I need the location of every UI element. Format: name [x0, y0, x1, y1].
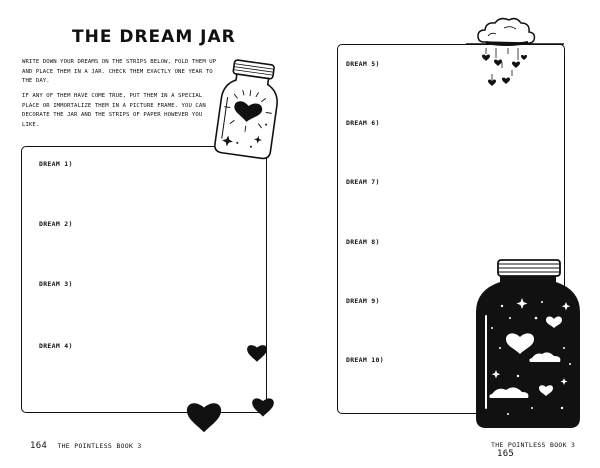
dream-label-8: Dream 8)	[346, 238, 380, 246]
heart-icon	[247, 345, 267, 362]
dream-label-1: Dream 1)	[39, 160, 73, 168]
instructions-paragraph-2: If any of them have come true, put them …	[22, 93, 206, 128]
book-title: The Pointless Book 3	[57, 442, 142, 450]
dream-label-4: Dream 4)	[39, 342, 73, 350]
jar-with-glowing-heart-icon	[214, 59, 278, 160]
page-number: 164	[30, 441, 48, 451]
dream-label-3: Dream 3)	[39, 280, 73, 288]
right-page: Dream 5) Dream 6) Dream 7) Dream 8) Drea…	[300, 0, 600, 468]
dream-label-10: Dream 10)	[346, 356, 384, 364]
heart-icon	[186, 403, 222, 433]
page-number: 165	[497, 449, 515, 459]
heart-icon	[252, 398, 274, 417]
book-title: The Pointless Book 3	[491, 441, 576, 449]
page-title: The Dream Jar	[72, 27, 236, 47]
dream-label-9: Dream 9)	[346, 297, 380, 305]
left-page: The Dream Jar Write down your dreams on …	[21, 27, 278, 451]
page-footer-right: The Pointless Book 3 165	[491, 441, 600, 459]
jar-with-hearts-and-clouds-icon	[476, 259, 580, 428]
dream-label-6: Dream 6)	[346, 119, 380, 127]
raining-hearts-cloud-icon	[466, 17, 564, 86]
page-footer-left: 164 The Pointless Book 3	[30, 441, 142, 451]
dream-label-5: Dream 5)	[346, 60, 380, 68]
instructions-paragraph-1: Write down your dreams on the strips bel…	[22, 59, 217, 85]
dream-label-7: Dream 7)	[346, 178, 380, 186]
dream-label-2: Dream 2)	[39, 220, 73, 228]
dream-strips-box-left: Dream 1) Dream 2) Dream 3) Dream 4)	[21, 146, 267, 413]
